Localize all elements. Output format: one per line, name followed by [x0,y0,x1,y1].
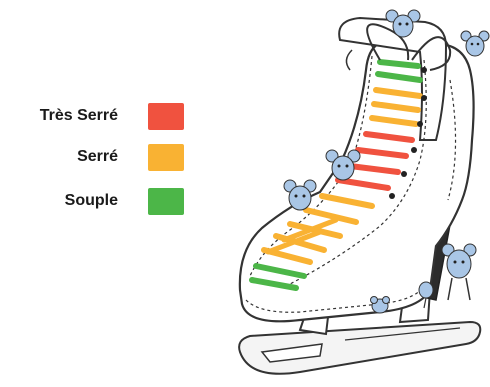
lacing-legend: Très Serré Serré Souple [0,0,200,387]
ice-skate-illustration [196,0,490,387]
legend-swatch-green [148,188,184,215]
legend-swatch-red [148,103,184,130]
mouse-top-right [461,31,489,56]
mouse-blade [371,297,390,314]
legend-swatch-orange [148,144,184,171]
legend-label: Serré [77,148,118,166]
legend-item-souple: Souple [0,187,200,217]
skate-blade [239,322,480,374]
legend-item-serre: Serré [0,143,200,173]
legend-label: Très Serré [40,107,118,125]
mouse-heel [442,244,476,300]
legend-item-tres-serre: Très Serré [0,102,200,132]
legend-label: Souple [65,192,118,210]
